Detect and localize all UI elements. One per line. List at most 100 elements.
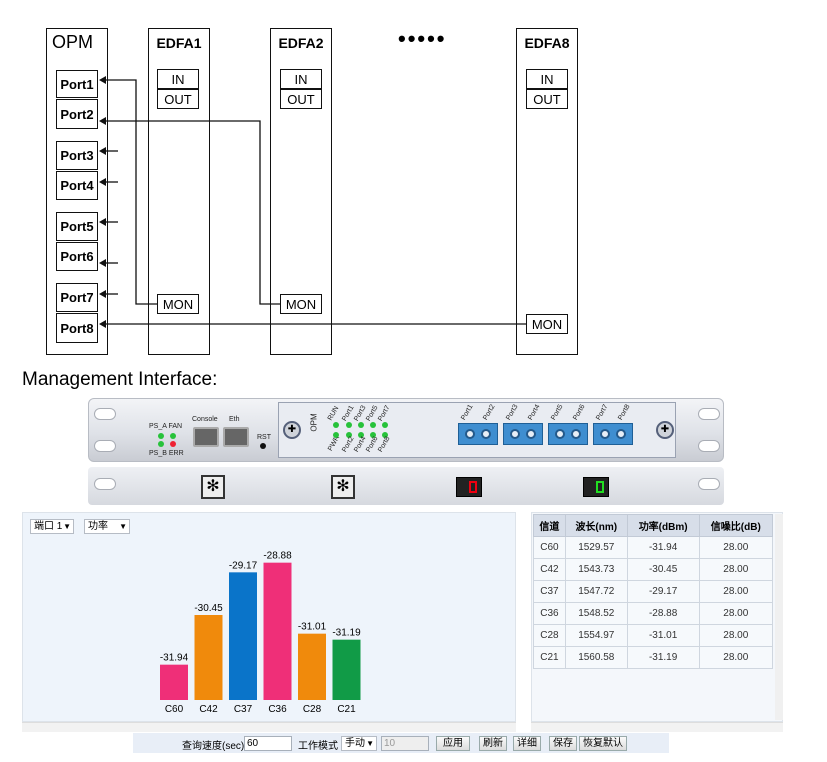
edfa2-in: IN — [280, 69, 322, 89]
port-6: Port6 — [56, 242, 98, 271]
port-select[interactable]: 端口 1 ▼ — [30, 519, 74, 534]
category-label: C60 — [165, 704, 184, 715]
edfa8-mon: MON — [526, 314, 568, 334]
speed-input[interactable]: 60 — [244, 736, 292, 751]
led-err — [170, 441, 176, 447]
cell: -31.19 — [626, 646, 700, 669]
cell: 1560.58 — [564, 646, 628, 669]
save-button[interactable]: 保存 — [549, 736, 577, 751]
optical-port-7-8 — [593, 423, 633, 445]
cell: C37 — [533, 580, 566, 603]
cell: -29.17 — [626, 580, 700, 603]
col-wavelength: 波长(nm) — [564, 514, 628, 537]
bar-C37 — [229, 572, 257, 700]
card-screw-icon: ✚ — [283, 421, 301, 439]
reset-default-button[interactable]: 恢复默认 — [579, 736, 627, 751]
port-1: Port1 — [56, 70, 98, 98]
bar-C60 — [160, 664, 188, 700]
bar-value-label: -30.45 — [194, 603, 223, 614]
rear-rail — [88, 467, 724, 505]
port-7: Port7 — [56, 283, 98, 312]
led-port1 — [346, 422, 352, 428]
mount-hole — [698, 478, 720, 490]
cell: C42 — [533, 558, 566, 581]
led-port5 — [370, 422, 376, 428]
mode-label: 工作模式 — [298, 741, 338, 752]
edfa1-title: EDFA1 — [156, 35, 202, 51]
bar-value-label: -28.88 — [263, 551, 292, 562]
edfa1-out: OUT — [157, 89, 199, 109]
led-fan — [170, 433, 176, 439]
edfa8-in: IN — [526, 69, 568, 89]
bar-value-label: -31.19 — [332, 628, 361, 639]
cell: -31.94 — [626, 536, 700, 559]
led-port3 — [358, 422, 364, 428]
port-8: Port8 — [56, 313, 98, 343]
bar-value-label: -31.01 — [298, 622, 327, 633]
port-select-value: 端口 1 — [34, 521, 63, 532]
interval-input[interactable]: 10 — [381, 736, 429, 751]
edfa8-out: OUT — [526, 89, 568, 109]
bar-C36 — [263, 562, 292, 700]
cell: 1548.52 — [564, 602, 628, 625]
apply-button[interactable]: 应用 — [436, 736, 470, 751]
cell: C21 — [533, 646, 566, 669]
led-ps-a — [158, 433, 164, 439]
cell: -28.88 — [626, 602, 700, 625]
power-module-b-icon — [583, 477, 609, 497]
led-ps-b — [158, 441, 164, 447]
refresh-button[interactable]: 刷新 — [479, 736, 507, 751]
table-v-scrollbar[interactable] — [775, 514, 783, 720]
detail-button[interactable]: 详细 — [513, 736, 541, 751]
chevron-down-icon: ▼ — [119, 522, 127, 531]
table-header-row: 信道 波长(nm) 功率(dBm) 信噪比(dB) — [533, 514, 774, 537]
metric-select[interactable]: 功率 ▼ — [84, 519, 130, 534]
chevron-down-icon: ▼ — [366, 739, 374, 748]
speed-label: 查询速度(sec) — [182, 741, 245, 752]
edfa8-title: EDFA8 — [524, 35, 570, 51]
category-label: C42 — [199, 704, 218, 715]
rst-button — [260, 443, 266, 449]
bar-value-label: -29.17 — [229, 560, 258, 571]
category-label: C28 — [303, 704, 322, 715]
eth-label: Eth — [229, 416, 240, 423]
chevron-down-icon: ▼ — [63, 522, 71, 531]
mode-select-value: 手动 — [345, 738, 365, 749]
bar-C28 — [298, 633, 326, 700]
edfa2-title: EDFA2 — [278, 35, 324, 51]
console-port — [193, 427, 219, 447]
section-title: Management Interface: — [22, 369, 218, 390]
cell: -30.45 — [626, 558, 700, 581]
cell: 28.00 — [698, 624, 774, 647]
fan-icon: ✻ — [331, 475, 355, 499]
rst-label: RST — [257, 434, 271, 441]
mode-select[interactable]: 手动 ▼ — [341, 736, 377, 751]
led-pwr — [333, 432, 339, 438]
cell: 1554.97 — [564, 624, 628, 647]
fan-icon: ✻ — [201, 475, 225, 499]
edfa1-in: IN — [157, 69, 199, 89]
bar-C21 — [332, 639, 361, 700]
connection-lines — [99, 76, 526, 328]
mount-hole — [698, 408, 720, 420]
chart-h-scrollbar[interactable] — [22, 722, 516, 732]
port-4: Port4 — [56, 171, 98, 200]
power-bar-chart: -31.94C60-30.45C42-29.17C37-28.88C36-31.… — [160, 551, 361, 715]
mount-hole — [94, 440, 116, 452]
opm-title: OPM — [52, 32, 94, 52]
table-h-scrollbar[interactable] — [531, 722, 783, 732]
col-osnr: 信噪比(dB) — [698, 514, 774, 537]
optical-port-3-4 — [503, 423, 543, 445]
bar-C42 — [194, 615, 223, 700]
cell: C36 — [533, 602, 566, 625]
led-port7 — [382, 422, 388, 428]
led-port6 — [370, 432, 376, 438]
cell: -31.01 — [626, 624, 700, 647]
